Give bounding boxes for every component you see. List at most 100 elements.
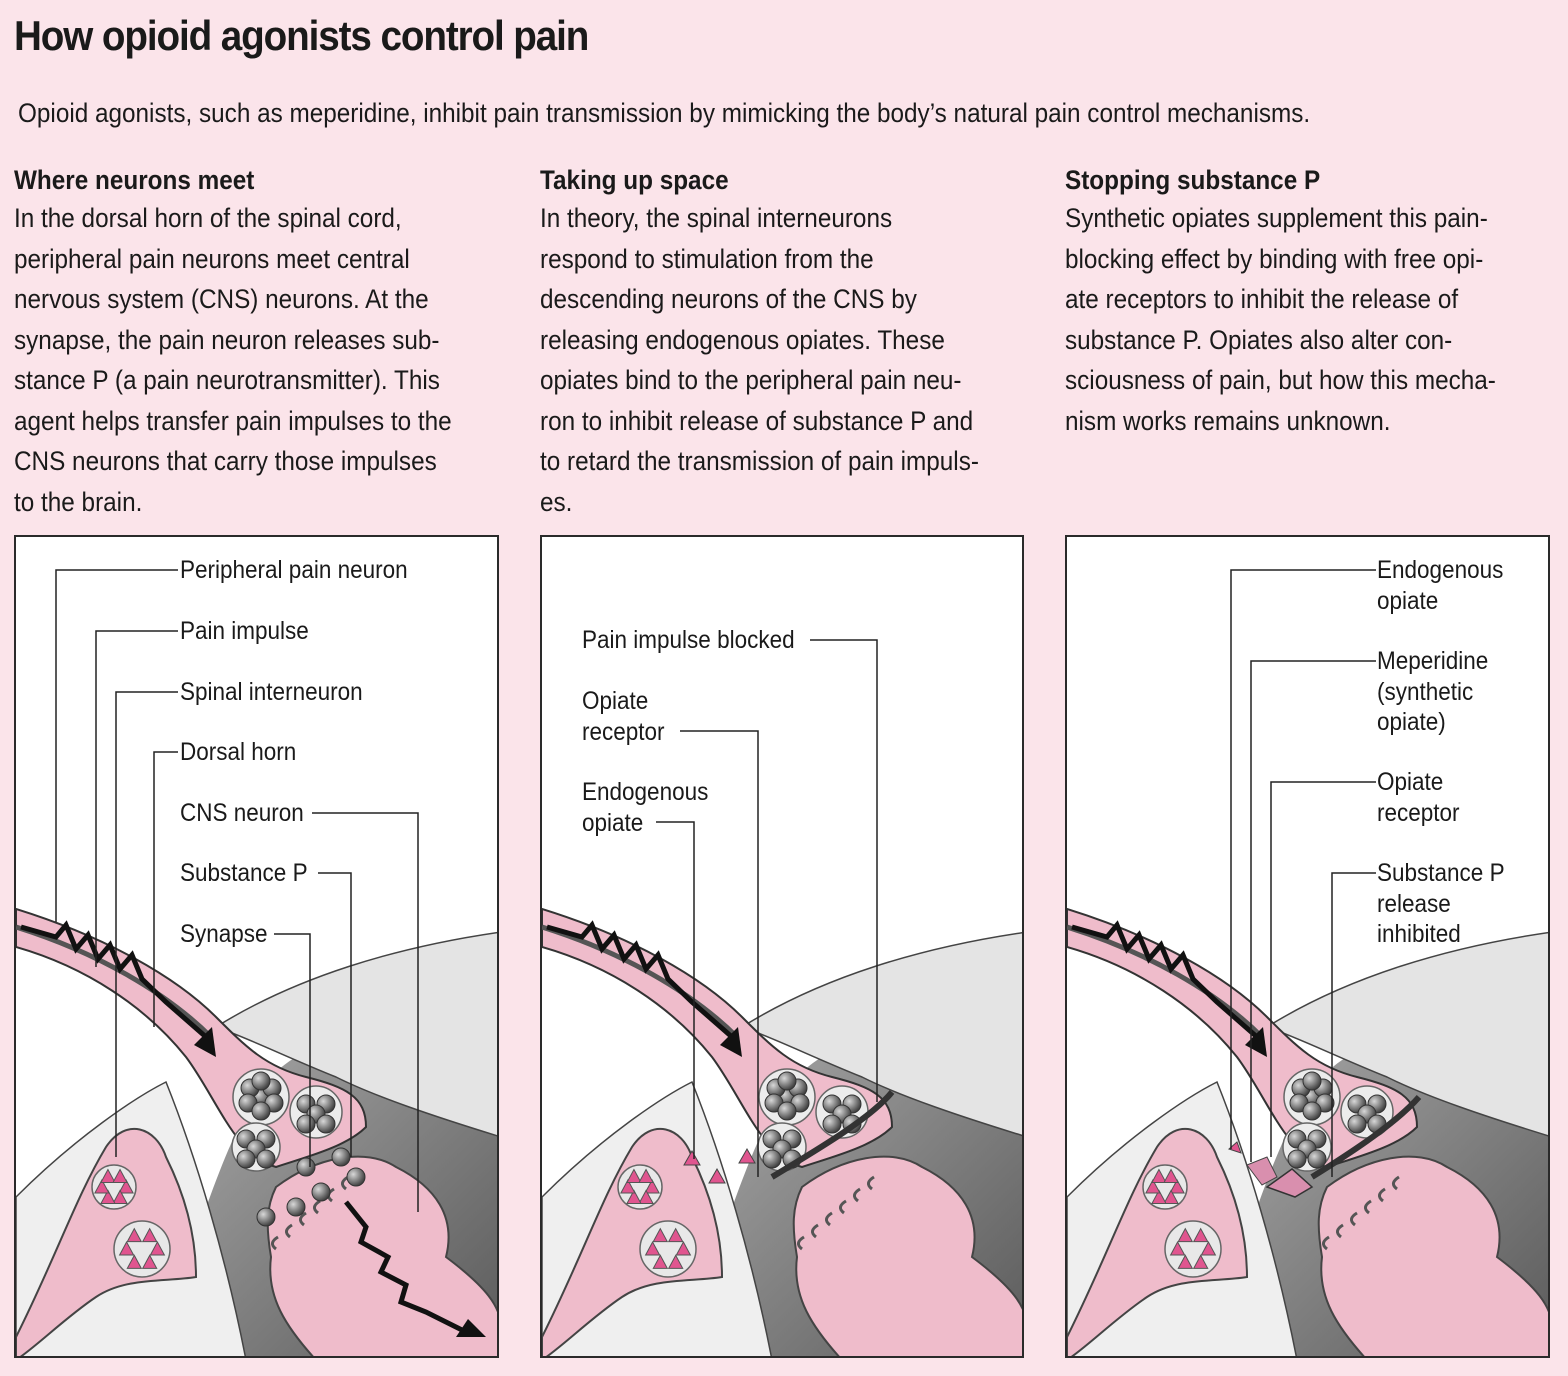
receptor-site — [867, 1175, 875, 1191]
receptor-site — [825, 1211, 833, 1227]
receptor-site — [1350, 1211, 1358, 1227]
substance-p-molecule — [1302, 1101, 1322, 1121]
endogenous-opiate-molecule — [94, 1178, 110, 1194]
endogenous-opiate-molecule — [667, 1227, 684, 1243]
opiate-vesicle — [639, 1220, 697, 1278]
column-body: In theory, the spinal interneurons respo… — [540, 203, 979, 517]
label-synapse: Synapse — [180, 920, 268, 948]
endogenous-opiate-molecule — [126, 1254, 143, 1269]
released-substance-p-molecule — [286, 1197, 306, 1217]
substance-p-molecule — [762, 1149, 782, 1169]
substance-p-molecule — [1287, 1149, 1307, 1169]
spinal-interneuron — [1067, 1127, 1249, 1356]
substance-p-molecule — [316, 1114, 336, 1134]
label-peripheral-pain-neuron: Peripheral pain neuron — [180, 556, 408, 584]
released-substance-p-molecule — [296, 1157, 316, 1177]
label-opiate-receptor: Opiate receptor — [1377, 768, 1460, 827]
endogenous-opiate-molecule — [644, 1240, 661, 1256]
receptor-site — [853, 1187, 861, 1203]
released-substance-p-molecule — [256, 1207, 276, 1227]
substance-p-molecule — [1307, 1149, 1327, 1169]
endogenous-opiate-molecule — [652, 1227, 669, 1243]
synapse-scene — [16, 907, 497, 1356]
spinal-interneuron — [542, 1127, 724, 1356]
receptor-site — [797, 1235, 805, 1251]
endogenous-opiate-molecule — [141, 1254, 158, 1269]
cns-neuron — [792, 1155, 1022, 1356]
endogenous-opiate-molecule — [1151, 1168, 1167, 1184]
meperidine-molecule — [1265, 1168, 1314, 1198]
column-heading: Taking up space — [540, 165, 729, 195]
label-meperidine: Meperidine (synthetic opiate) — [1377, 647, 1489, 736]
synapse-scene — [542, 907, 1022, 1356]
arrowhead-icon — [194, 1027, 216, 1057]
opiate-vesicle — [113, 1220, 171, 1278]
label-cns-neuron: CNS neuron — [180, 799, 304, 827]
substance-p-molecule — [251, 1071, 271, 1091]
receptor-site — [1336, 1223, 1344, 1239]
opiate-vesicle — [91, 1164, 137, 1210]
endogenous-opiate-molecule — [1145, 1178, 1161, 1194]
opiate-vesicle — [1164, 1220, 1222, 1278]
substance-p-molecule — [777, 1101, 797, 1121]
panel-where-neurons-meet: Peripheral pain neuron Pain impulse Spin… — [14, 535, 499, 1358]
receptor-site — [1378, 1187, 1386, 1203]
substance-p-molecule — [256, 1149, 276, 1169]
substance-p-molecule — [251, 1101, 271, 1121]
endogenous-opiate-molecule — [652, 1254, 669, 1269]
endogenous-opiate-molecule — [1169, 1178, 1185, 1194]
blocked-membrane — [770, 1090, 895, 1180]
substance-p-molecule — [296, 1114, 316, 1134]
released-substance-p-molecule — [331, 1147, 351, 1167]
receptor-site — [271, 1235, 279, 1251]
endogenous-opiate-molecule — [1177, 1227, 1194, 1243]
transmitted-pain-impulse-arrow — [344, 1200, 468, 1335]
receptor-site — [299, 1211, 307, 1227]
endogenous-opiate-molecule — [100, 1189, 116, 1204]
endogenous-opiate-molecule — [638, 1168, 654, 1184]
endogenous-opiate-molecule — [126, 1227, 143, 1243]
receptor-site — [1392, 1175, 1400, 1191]
label-substance-p-release-inhibited: Substance P release inhibited — [1377, 859, 1505, 948]
synapse-scene — [1067, 907, 1548, 1356]
substance-p-molecule — [1302, 1071, 1322, 1091]
receptor-site — [1364, 1199, 1372, 1215]
endogenous-opiate-molecule — [667, 1254, 684, 1269]
label-opiate-receptor: Opiate receptor — [582, 687, 665, 746]
substance-p-molecule — [822, 1114, 842, 1134]
label-endogenous-opiate: Endogenous opiate — [582, 778, 709, 837]
substance-p-molecule — [1347, 1114, 1367, 1134]
column-heading: Where neurons meet — [14, 165, 255, 195]
endogenous-opiate-molecule — [112, 1168, 128, 1184]
endogenous-opiate-molecule — [100, 1168, 116, 1184]
column-heading: Stopping substance P — [1065, 165, 1321, 195]
label-pain-impulse: Pain impulse — [180, 617, 309, 645]
endogenous-opiate-molecule — [1163, 1168, 1179, 1184]
endogenous-opiate-molecule — [675, 1240, 692, 1256]
column-where-neurons-meet: Where neurons meet In the dorsal horn of… — [14, 162, 534, 522]
endogenous-opiate-molecule — [141, 1227, 158, 1243]
substance-p-molecule — [236, 1149, 256, 1169]
label-spinal-interneuron: Spinal interneuron — [180, 678, 363, 706]
endogenous-opiate-molecule — [118, 1240, 135, 1256]
label-pain-impulse-blocked: Pain impulse blocked — [582, 626, 795, 654]
column-body: In the dorsal horn of the spinal cord, p… — [14, 203, 452, 517]
label-dorsal-horn: Dorsal horn — [180, 738, 297, 766]
receptor-site — [839, 1199, 847, 1215]
page-title: How opioid agonists control pain — [14, 12, 589, 59]
panel-stopping-substance-p: Endogenous opiate Meperidine (synthetic … — [1065, 535, 1550, 1358]
synapse-illustration — [542, 907, 1022, 1356]
endogenous-opiate-molecule — [118, 1178, 134, 1194]
endogenous-opiate-molecule — [626, 1168, 642, 1184]
column-taking-up-space: Taking up space In theory, the spinal in… — [540, 162, 1060, 522]
column-body: Synthetic opiates supplement this pain- … — [1065, 203, 1496, 436]
endogenous-opiate-molecule — [626, 1189, 642, 1204]
endogenous-opiate-molecule — [1192, 1254, 1209, 1269]
endogenous-opiate-molecule — [149, 1240, 166, 1256]
receptor-site — [285, 1223, 293, 1239]
page-subtitle: Opioid agonists, such as meperidine, inh… — [18, 98, 1311, 128]
panel-taking-up-space: Pain impulse blocked Opiate receptor End… — [540, 535, 1024, 1358]
arrowhead-icon — [456, 1319, 486, 1337]
pain-impulse-arrow — [1071, 920, 1259, 1039]
label-substance-p: Substance P — [180, 859, 308, 887]
